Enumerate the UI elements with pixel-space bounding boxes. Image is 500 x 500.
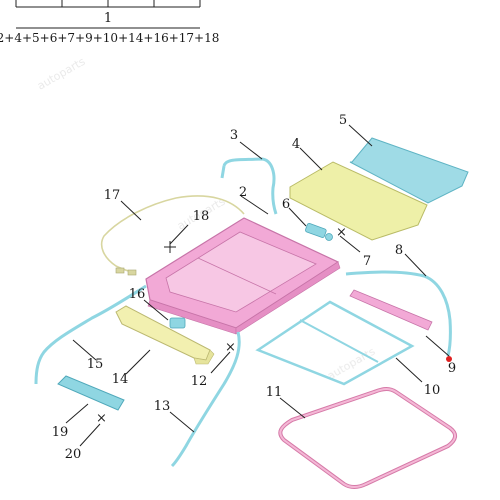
callout-3: 3 (230, 128, 238, 143)
drain-valve-marker (446, 356, 452, 362)
deflector-clip (169, 317, 186, 329)
handle-screw-mark: × (96, 411, 107, 426)
callout-12: 12 (191, 374, 208, 389)
callout-16: 16 (129, 287, 146, 302)
callout-5: 5 (339, 113, 347, 128)
left-front-drain-hose (34, 284, 147, 385)
callout-20: 20 (65, 447, 82, 462)
callout-10: 10 (424, 383, 441, 398)
callout-4: 4 (292, 137, 300, 152)
watermark-text: autoparts (325, 345, 378, 383)
motor-screw-mark: × (336, 225, 347, 240)
assembly-formula: 2+4+5+6+7+9+10+14+16+17+18 (0, 31, 219, 45)
callout-15: 15 (87, 357, 104, 372)
clip-screw-mark: × (225, 340, 236, 355)
assembly-label: 1 (104, 11, 112, 26)
assembly-header: 1 2+4+5+6+7+9+10+14+16+17+18 (0, 0, 219, 45)
sunroof-frame (145, 217, 341, 335)
callout-labels: 2 3 4 5 6 7 8 9 10 11 12 13 14 15 16 17 … (52, 113, 456, 462)
watermark-text: autoparts (35, 55, 88, 93)
wind-deflector (115, 305, 215, 365)
front-glass-panel (289, 161, 428, 241)
outer-seal-inner (279, 388, 456, 488)
outer-seal (278, 387, 457, 489)
callout-13: 13 (154, 399, 171, 414)
harness-connector (127, 269, 137, 276)
seal-crossbar (299, 319, 379, 363)
callout-14: 14 (112, 372, 129, 387)
callout-17: 17 (104, 188, 121, 203)
callout-7: 7 (363, 254, 371, 269)
drain-hose-end (220, 165, 226, 179)
callout-8: 8 (395, 243, 403, 258)
left-rear-drain-hose (170, 331, 241, 468)
harness-connector (115, 267, 125, 274)
rear-drain-hose (345, 270, 452, 357)
callout-19: 19 (52, 425, 69, 440)
glass-seal-frame (255, 300, 415, 386)
callout-18: 18 (193, 209, 210, 224)
sunroof-motor (305, 222, 333, 241)
callout-6: 6 (282, 197, 290, 212)
leader-lines (65, 124, 450, 447)
callout-11: 11 (266, 385, 283, 400)
callout-9: 9 (448, 361, 456, 376)
rear-rail (349, 289, 433, 331)
front-drain-hose (222, 157, 278, 215)
callout-2: 2 (239, 185, 247, 200)
sunshade-handle (57, 375, 125, 411)
rear-glass-panel (349, 137, 469, 204)
